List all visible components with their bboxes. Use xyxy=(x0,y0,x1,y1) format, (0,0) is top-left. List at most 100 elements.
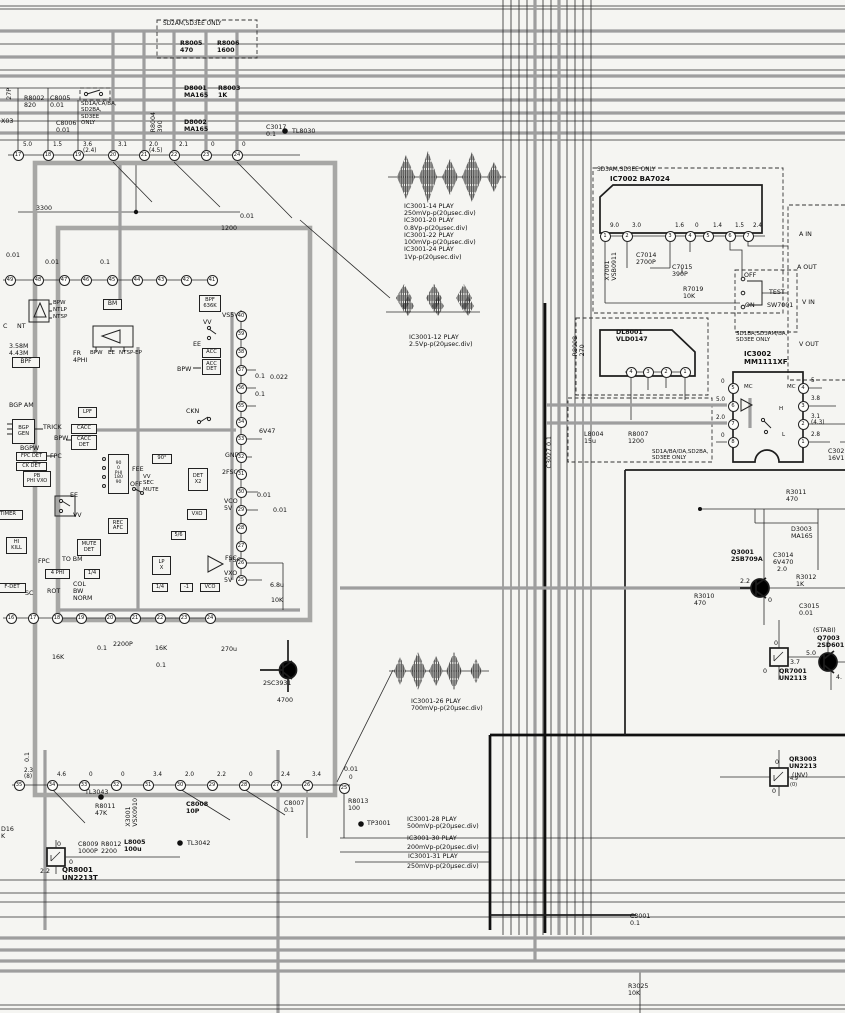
v-qr8001-left: 2.2 xyxy=(40,868,51,875)
fr-4phi: FR 4PHI xyxy=(73,350,88,365)
pb-phi-vxo-block: PB PHI VXO xyxy=(23,471,51,487)
cap-01-rot: 0.1 xyxy=(24,752,31,763)
ee-sw-label: EE xyxy=(193,341,201,348)
v-qr3003-0b: 0 xyxy=(772,788,777,795)
ic-pin-17: 17 xyxy=(12,149,24,161)
pin-voltage: 9.0 xyxy=(610,223,620,229)
ic-pin-25: 25 xyxy=(235,574,247,586)
ic-pin-32: 32 xyxy=(110,779,122,791)
pin-voltage: 2.1 xyxy=(179,142,189,148)
v-qr8001-right: 0 xyxy=(69,859,74,866)
cap-001-p29b: 0.01 xyxy=(273,507,288,514)
dashed-regions xyxy=(79,19,845,463)
r8011-label: R8011 47K xyxy=(95,803,116,818)
mute-det-block: MUTE DET xyxy=(77,539,101,556)
pin-voltage: 1.6 xyxy=(675,223,685,229)
to-bm: TO BM xyxy=(62,556,83,563)
ic-pin-46: 46 xyxy=(80,274,92,286)
ic-pin-2: 2 xyxy=(621,230,633,242)
pin-voltage: 2.0 xyxy=(716,415,726,421)
sw-off: OFF xyxy=(744,272,757,279)
ic-pin-8: 8 xyxy=(727,436,739,448)
ic-pin-32: 32 xyxy=(235,451,247,463)
ic-pin-43: 43 xyxy=(155,274,167,286)
ic-pin-16: 16 xyxy=(5,612,17,624)
pin-voltage: 0 xyxy=(695,223,699,229)
bm-block: BM xyxy=(103,299,122,310)
pin-voltage: 2.2 xyxy=(217,772,227,778)
vco-block: VCO xyxy=(200,583,220,592)
r-330-label: 3300 xyxy=(36,205,53,212)
rec-afc-block: REC AFC xyxy=(108,518,128,534)
d8002-label: D8002 MA165 xyxy=(184,119,209,134)
q-2sc-label: 2SC3931 xyxy=(263,680,292,687)
waveform-burst-top xyxy=(388,151,506,203)
note-sd3am: SD3AM,SD3EE ONLY xyxy=(597,167,656,173)
ckn-label: CKN xyxy=(186,408,200,415)
pin-voltage: 0 xyxy=(349,775,353,781)
r8003-label: R8003 1K xyxy=(218,85,241,100)
r8004-label: R8004 390 xyxy=(150,112,165,133)
sc-label: SC xyxy=(25,590,34,597)
ic-pin-7: 7 xyxy=(742,230,754,242)
pin-voltage: 2.0 (4.5) xyxy=(149,142,163,154)
vs5v: VS5V xyxy=(222,312,239,319)
ic-pin-23: 23 xyxy=(178,612,190,624)
fpc-out: FPC xyxy=(50,453,62,460)
d8001-label: D8001 MA165 xyxy=(184,85,209,100)
stabi-label: (STABI) xyxy=(813,627,836,634)
ic-pin-24: 24 xyxy=(204,612,216,624)
ic-pin-6: 6 xyxy=(724,230,736,242)
c-01-d-label: 0.1 xyxy=(100,259,111,266)
vv-sw-label: VV xyxy=(203,319,212,326)
pin-voltage: 3.4 xyxy=(153,772,163,778)
ic-pin-1: 1 xyxy=(679,366,691,378)
acc-block: ACC xyxy=(202,348,221,358)
d3003-label: D3003 MA165 xyxy=(791,526,813,541)
waveform-burst-26 xyxy=(389,652,489,690)
bus-lines-bottom xyxy=(0,791,845,1013)
cap-01-p35: 0.1 xyxy=(255,391,266,398)
pin-voltage: 0 xyxy=(89,772,93,778)
wf6-label: IC3001-31 PLAY xyxy=(408,853,458,860)
ic-pin-39: 39 xyxy=(235,328,247,340)
v-qr7001-0a: 0 xyxy=(774,640,779,647)
r8002-label: R8002 820 xyxy=(24,95,45,110)
bgp-gen-block: BGP GEN xyxy=(12,419,35,444)
section-borders xyxy=(488,303,845,933)
c3001-label: C3001 0.1 xyxy=(630,913,651,928)
switch-symbols xyxy=(83,89,772,495)
ic-pin-35: 35 xyxy=(13,779,25,791)
bpw-acc: BPW xyxy=(177,366,192,373)
pin-voltage: 4.6 xyxy=(57,772,67,778)
ic-pin-4: 4 xyxy=(797,382,809,394)
wf2-label: IC3001-12 PLAY 2.5Vp-p(20μsec.div) xyxy=(409,334,473,349)
bpw-cacc: BPW xyxy=(54,435,69,442)
r7019-label: R7019 10K xyxy=(683,286,704,301)
tp3001-label: TP3001 xyxy=(367,820,391,827)
ic-pin-27: 27 xyxy=(235,540,247,552)
hi-kill-block: HI KILL xyxy=(6,537,27,554)
ic-pin-34: 34 xyxy=(46,779,58,791)
c-001-c-label: 0.01 xyxy=(45,259,60,266)
note-sd1a: SD1A/CA/BA, SD2BA, SD3EE ONLY xyxy=(81,101,117,126)
ic-pin-45: 45 xyxy=(106,274,118,286)
sw-on: ON xyxy=(745,302,755,309)
ic-pin-27: 27 xyxy=(270,779,282,791)
v-q3001-20: 2.0 xyxy=(777,566,788,573)
cacc-block: CACC xyxy=(71,424,97,434)
r3016-label: D16 K xyxy=(1,826,14,841)
a-in: A IN xyxy=(799,231,812,238)
phi-block: 90 0 PHI 180 90 xyxy=(108,454,129,494)
amp-symbols xyxy=(7,299,225,573)
ic-pin-28: 28 xyxy=(235,522,247,534)
cap-001-p29a: 0.01 xyxy=(257,492,272,499)
ic-pin-28: 28 xyxy=(238,779,250,791)
r-16k-b-label: 16K xyxy=(155,645,168,652)
tl3042-label: TL3042 xyxy=(187,840,211,847)
amp1-bpw: BPW xyxy=(53,300,66,306)
waveform-burst-mid xyxy=(386,284,480,316)
note-sd1ba: SD1BA,SD3AM/BA, SD3EE ONLY xyxy=(736,331,788,344)
ic-pin-1: 1 xyxy=(797,436,809,448)
pin-voltage: 5 xyxy=(811,378,815,384)
